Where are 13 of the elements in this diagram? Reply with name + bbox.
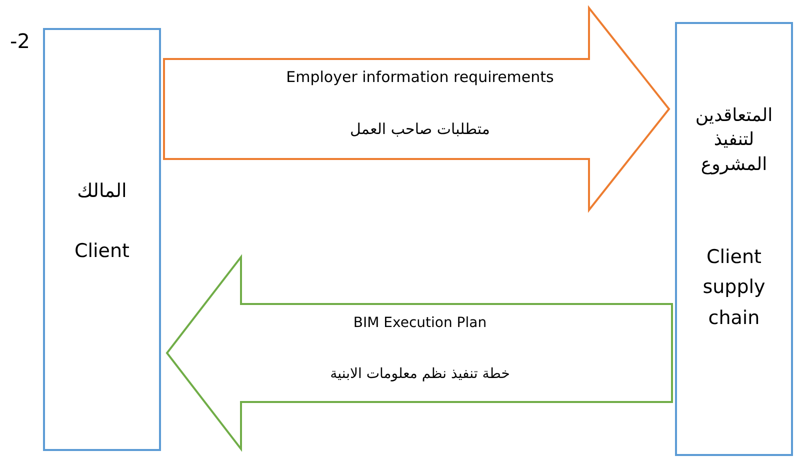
- party-box: [675, 22, 793, 456]
- figure-number: -2: [9, 28, 31, 54]
- block-arrow: [166, 254, 673, 452]
- edge-label: BIM Execution Plan: [352, 314, 488, 332]
- box-label: المتعاقدين لتنفيذ المشروع: [694, 104, 774, 177]
- arrow-caption: متطلبات صاحب العمل: [349, 120, 491, 140]
- arrow-caption: خطة تنفيذ نظم معلومات الابنية: [329, 365, 511, 384]
- block-arrow: [163, 5, 670, 213]
- box-label: Client supply chain: [702, 245, 766, 331]
- party-box: [43, 28, 161, 451]
- box-label: المالك: [76, 180, 128, 203]
- box-label: Client: [73, 240, 130, 263]
- edge-label: Employer information requirements: [285, 68, 555, 88]
